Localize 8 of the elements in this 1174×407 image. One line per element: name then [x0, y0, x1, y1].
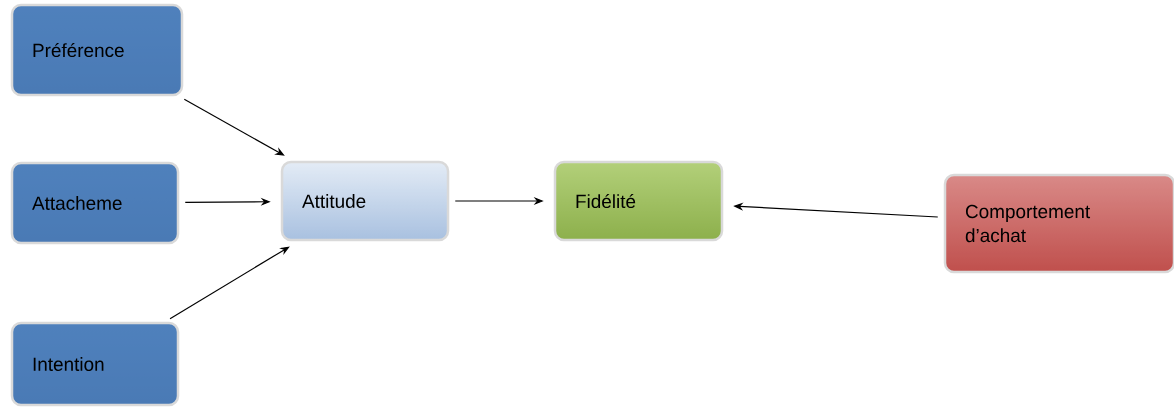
process-box: Préférence — [10, 3, 184, 97]
process-box: Attacheme — [10, 161, 180, 245]
process-box: Fidélité — [553, 160, 724, 242]
arrow — [183, 98, 285, 156]
process-box: Intention — [10, 321, 180, 407]
process-box: Attitude — [280, 160, 450, 242]
arrow — [169, 246, 290, 320]
process-box: Comportement d’achat — [943, 173, 1174, 274]
